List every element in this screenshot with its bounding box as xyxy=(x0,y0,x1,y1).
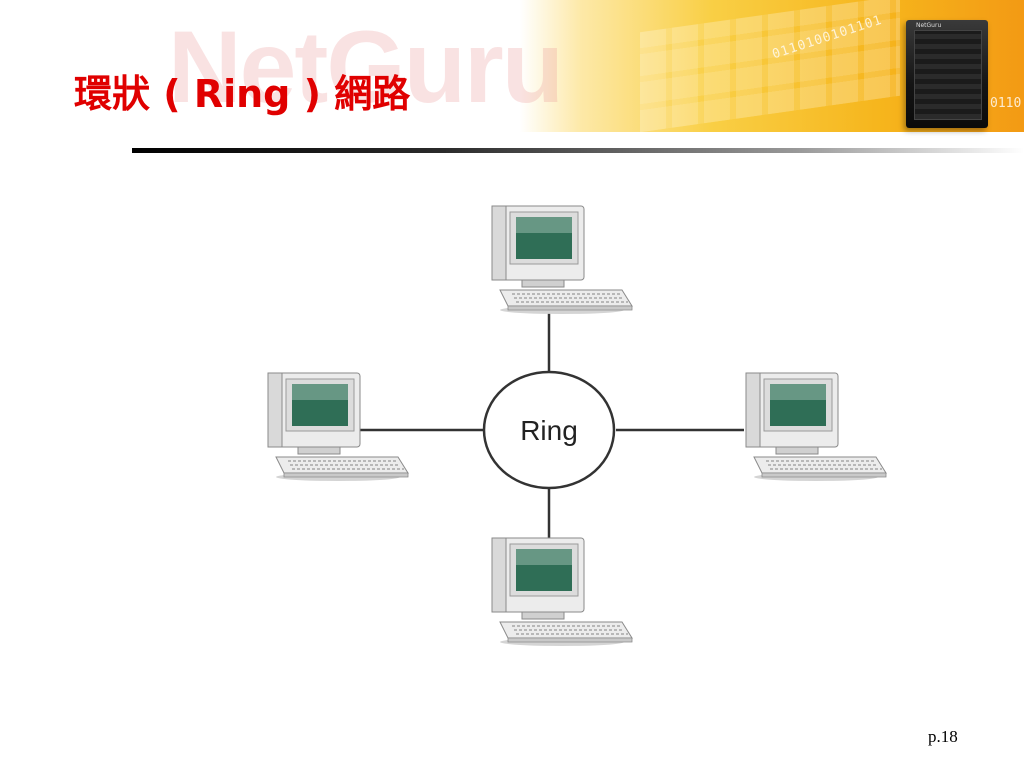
server-brand-label: NetGuru xyxy=(916,22,942,29)
netguru-watermark-logo: NetGuru xyxy=(168,10,564,124)
desktop-computer-icon-right xyxy=(745,372,887,482)
desktop-computer-icon-bottom xyxy=(491,537,633,647)
desktop-computer-icon-left xyxy=(267,372,409,482)
page-number: p.18 xyxy=(928,727,958,746)
slide-title: 環狀 ( Ring ) 網路 xyxy=(74,72,411,116)
server-front-panel xyxy=(914,30,982,120)
ring-hub-label: Ring xyxy=(520,415,578,446)
server-icon: NetGuru xyxy=(906,20,988,128)
binary-digits-text-right: 0110 xyxy=(990,96,1022,111)
desktop-computer-icon-top xyxy=(491,205,633,315)
title-divider xyxy=(132,148,1024,153)
ring-hub xyxy=(482,370,616,490)
